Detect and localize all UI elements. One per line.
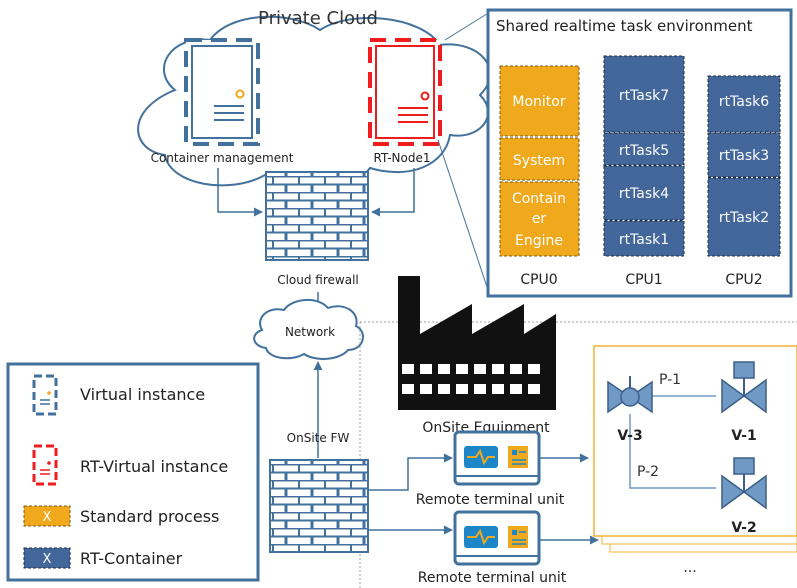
factory-icon — [398, 276, 556, 410]
rt-node-label: RT-Node1 — [374, 151, 431, 165]
cpu1-task-7: rtTask7 — [619, 88, 669, 104]
legend-rt-virtual-instance-icon — [32, 444, 58, 486]
rt-node-icon — [368, 38, 442, 146]
cpu1-task-5: rtTask5 — [619, 143, 669, 159]
cloud-title: Private Cloud — [258, 8, 378, 29]
legend-virtual-instance-icon — [32, 374, 58, 416]
onsite-firewall: OnSite FW — [269, 361, 369, 553]
cpu2-task-2: rtTask2 — [719, 210, 769, 226]
cpu2-task-6: rtTask6 — [719, 94, 769, 110]
legend-rt-container: RT-Container — [80, 549, 183, 568]
valve-v2-label: V-2 — [731, 520, 756, 536]
onsite-firewall-icon — [269, 459, 369, 553]
cpu0-item-monitor: Monitor — [512, 94, 565, 110]
shared-rt-environment-panel: Shared realtime task environment Monitor… — [486, 8, 793, 298]
private-cloud: Private Cloud Container management RT-No… — [137, 8, 491, 287]
cloud-firewall-label: Cloud firewall — [277, 273, 359, 287]
legend-standard-marker: X — [43, 510, 52, 525]
cloud-firewall-icon — [265, 171, 369, 261]
cpu1-task-1: rtTask1 — [619, 232, 669, 248]
cpu0-item-container-1: Contain — [512, 191, 566, 207]
cpu0-column: Monitor System Contain er Engine CPU0 — [499, 65, 580, 288]
cpu0-item-system: System — [513, 153, 565, 169]
network-cloud: Network — [253, 299, 364, 360]
legend-rt-container-marker: X — [43, 552, 52, 567]
panel-title: Shared realtime task environment — [496, 17, 753, 35]
rtu-1-label: Remote terminal unit — [416, 492, 565, 508]
cpu1-task-4: rtTask4 — [619, 186, 669, 202]
valve-v1-icon — [721, 361, 767, 414]
process-frames: ... — [593, 345, 797, 576]
legend-standard-process-swatch: X — [23, 505, 71, 527]
valve-v2-icon — [721, 457, 767, 510]
pipe-p2-label: P-2 — [637, 464, 659, 480]
rtu-2-label: Remote terminal unit — [418, 570, 567, 586]
rtu-1-icon — [453, 430, 541, 486]
network-label: Network — [285, 325, 335, 339]
cpu1-column: rtTask7 rtTask5 rtTask4 rtTask1 CPU1 — [603, 55, 685, 288]
valve-v3-label: V-3 — [617, 428, 642, 444]
process-ellipsis: ... — [683, 560, 696, 576]
legend-virtual-instance: Virtual instance — [80, 385, 205, 404]
cpu2-column: rtTask6 rtTask3 rtTask2 CPU2 — [707, 75, 781, 288]
onsite-fw-label: OnSite FW — [287, 431, 350, 445]
valve-v1-label: V-1 — [731, 428, 756, 444]
cpu1-label: CPU1 — [625, 272, 662, 288]
rtu-2-icon — [453, 510, 541, 566]
container-management-icon — [184, 38, 260, 146]
legend-rt-virtual-instance: RT-Virtual instance — [80, 457, 228, 476]
cpu0-item-container-2: er — [532, 211, 547, 227]
legend-rt-container-swatch: X — [23, 547, 71, 569]
valve-v3-icon — [607, 376, 653, 414]
cpu0-label: CPU0 — [520, 272, 557, 288]
cpu2-task-3: rtTask3 — [719, 148, 769, 164]
legend-standard-process: Standard process — [80, 507, 219, 526]
pipe-p1-label: P-1 — [659, 372, 681, 388]
cpu0-item-container-3: Engine — [515, 233, 563, 249]
legend: Virtual instance RT-Virtual instance X S… — [6, 362, 260, 582]
container-management-label: Container management — [151, 151, 294, 165]
cpu2-label: CPU2 — [725, 272, 762, 288]
